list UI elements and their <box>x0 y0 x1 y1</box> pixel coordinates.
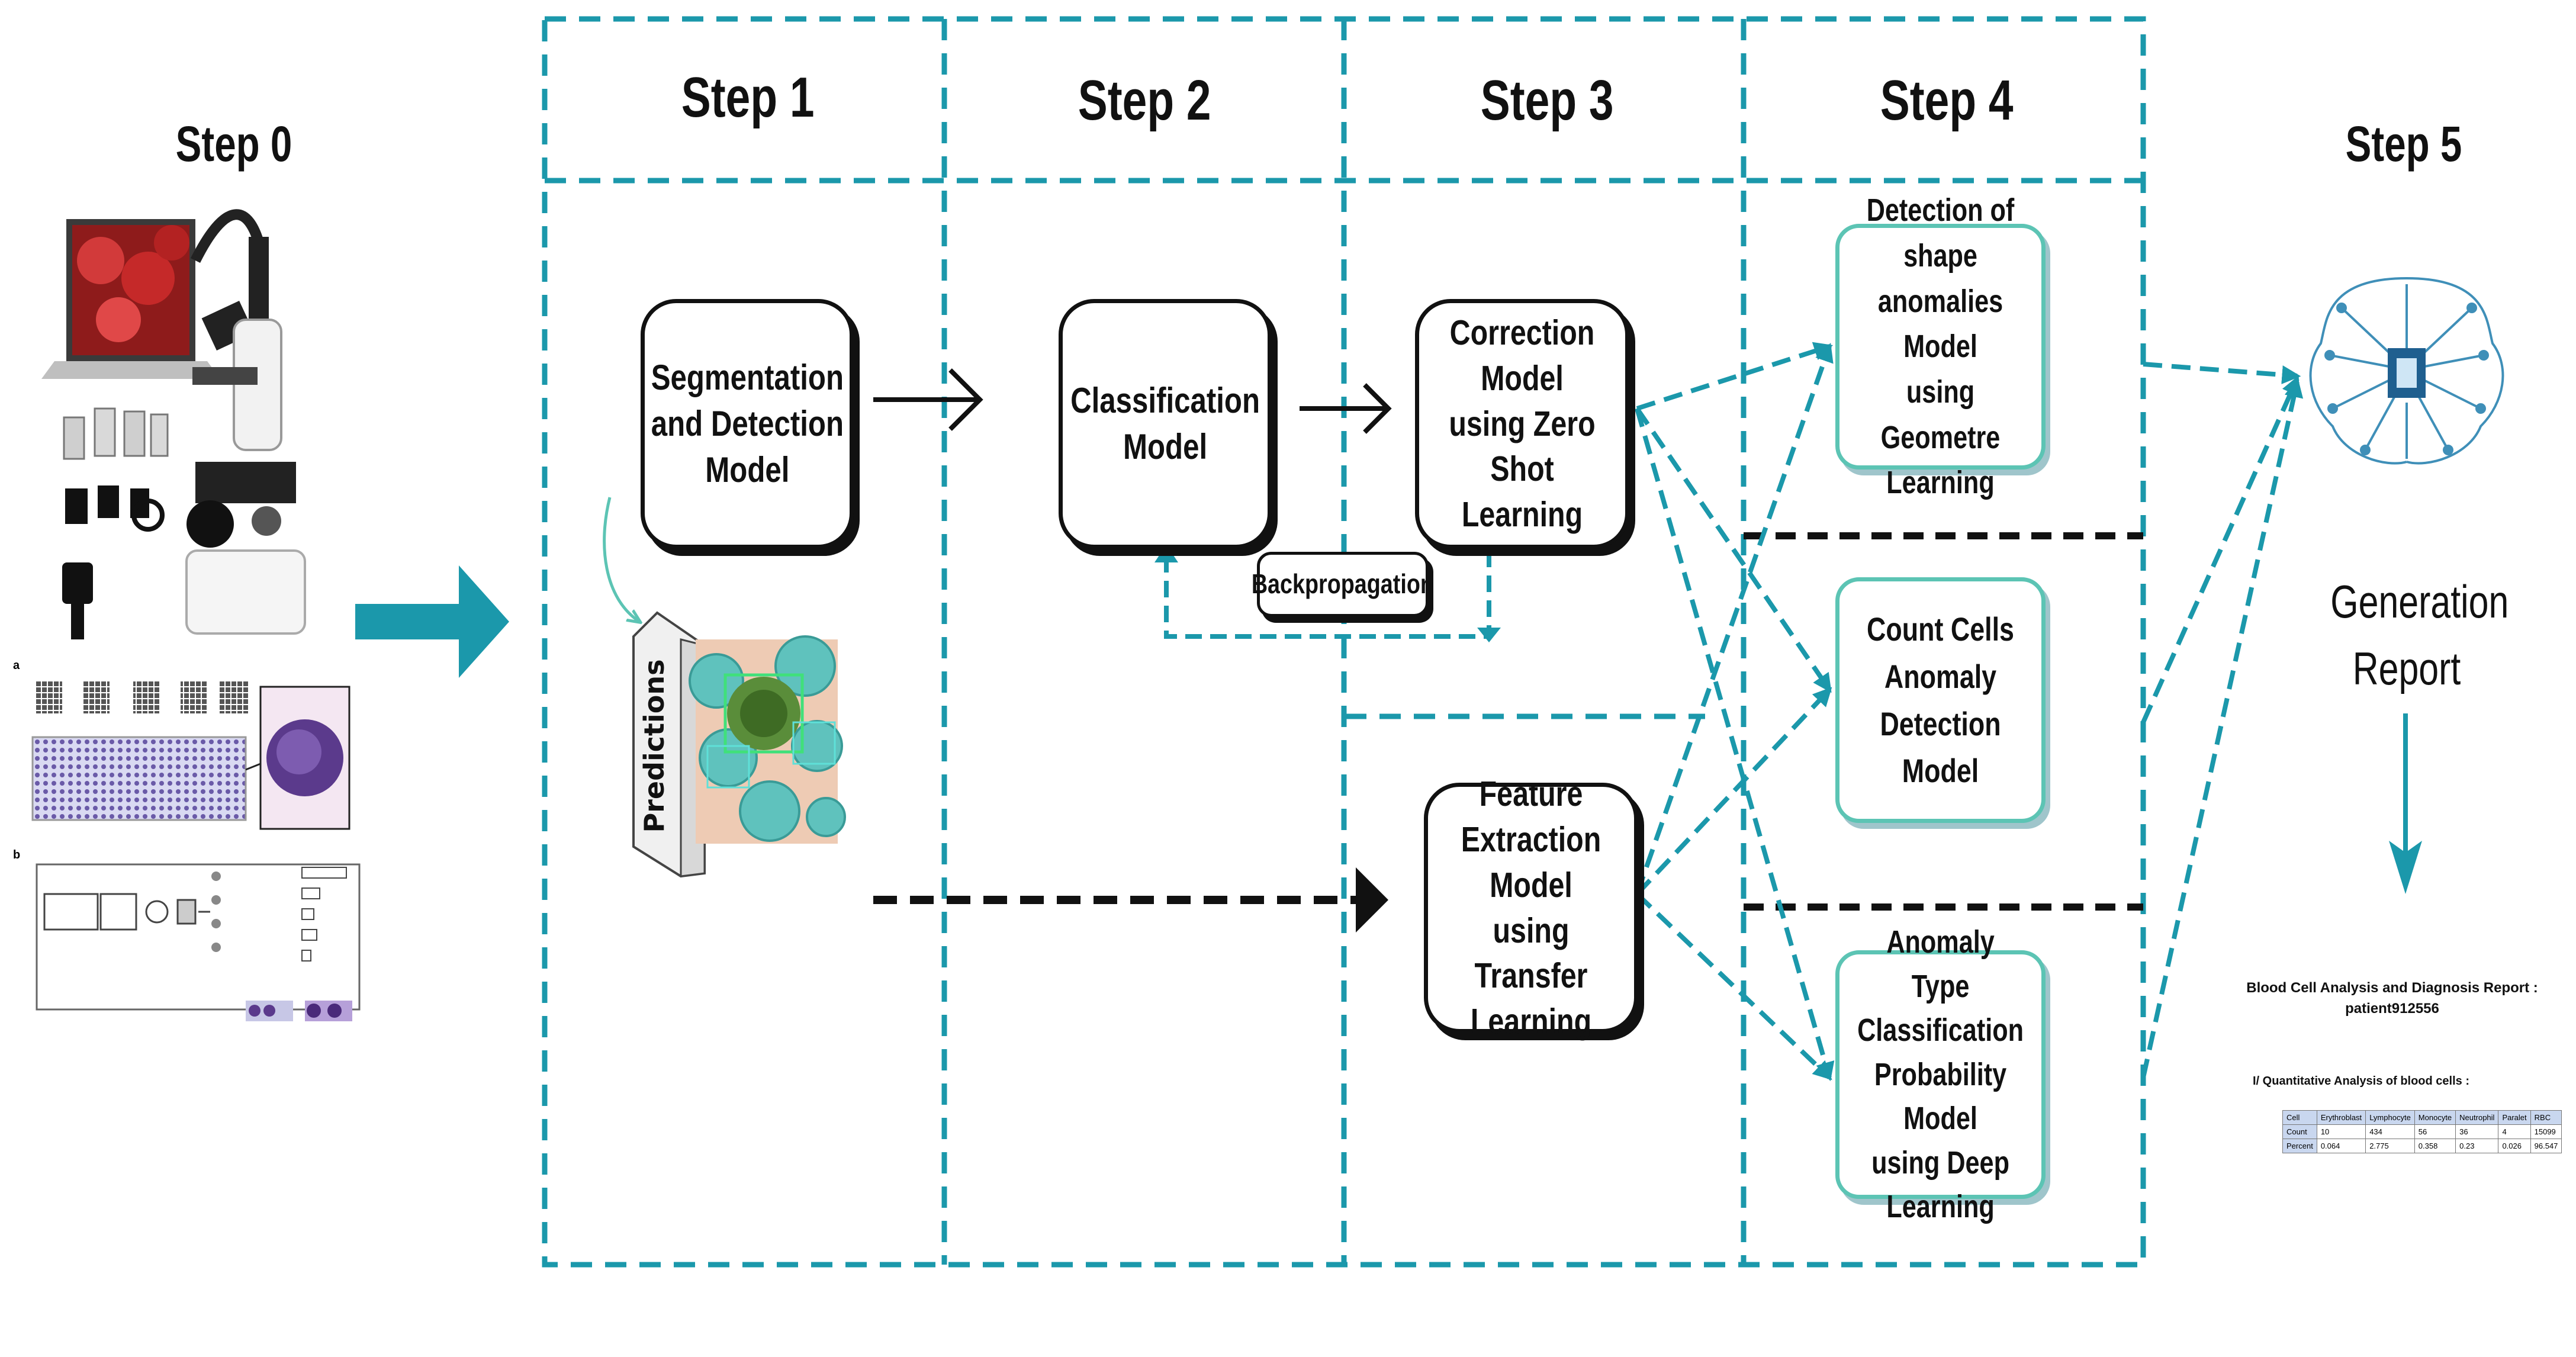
table-header-cell: Paralet <box>2498 1110 2531 1125</box>
table-cell: 434 <box>2365 1124 2415 1139</box>
table-cell: 0.358 <box>2414 1139 2456 1153</box>
svg-text:a: a <box>13 659 20 672</box>
shape-anomalies-model-label: Detection of shape anomalies Model using… <box>1866 192 2015 501</box>
step4-dividers <box>1744 532 2143 911</box>
report-table: Cell Erythroblast Lymphocyte Monocyte Ne… <box>2282 1110 2562 1153</box>
table-cell: 10 <box>2316 1124 2366 1139</box>
table-cell: 4 <box>2498 1124 2531 1139</box>
table-header-cell: RBC <box>2530 1110 2562 1125</box>
backpropagation-label: Backpropagation <box>1251 568 1435 600</box>
svg-text:b: b <box>13 848 20 861</box>
table-cell: 0.23 <box>2455 1139 2499 1153</box>
segmentation-detection-model-box: Segmentation and Detection Model <box>641 299 854 549</box>
step0-to-step1-arrow <box>355 565 509 678</box>
classification-model-box: Classification Model <box>1059 299 1272 549</box>
report-preview: Blood Cell Analysis and Diagnosis Report… <box>2208 915 2576 1357</box>
table-header-cell: Neutrophil <box>2455 1110 2499 1125</box>
step-2-title: Step 2 <box>1078 69 1211 132</box>
classification-model-label: Classification Model <box>1070 381 1260 467</box>
microscope-image <box>41 209 306 639</box>
table-row: Count 10 434 56 36 4 15099 <box>2282 1124 2562 1139</box>
table-row: Percent 0.064 2.775 0.358 0.23 0.026 96.… <box>2282 1139 2562 1153</box>
step-4-title: Step 4 <box>1880 69 2014 132</box>
step-0-title: Step 0 <box>175 116 292 172</box>
step-3-title: Step 3 <box>1480 69 1614 132</box>
report-section-title: I/ Quantitative Analysis of blood cells … <box>2253 1075 2469 1088</box>
anomaly-type-model-box: Anomaly Type Classification Probability … <box>1835 924 2046 1224</box>
step-1-title: Step 1 <box>681 66 815 129</box>
correction-model-label: Correction Model using Zero Shot Learnin… <box>1449 313 1596 535</box>
table-cell: 36 <box>2455 1124 2499 1139</box>
report-patient: patient912556 <box>2345 1001 2439 1017</box>
report-title: Blood Cell Analysis and Diagnosis Report… <box>2246 980 2538 996</box>
table-cell: 56 <box>2414 1124 2456 1139</box>
segmentation-to-predictions-arrow <box>603 497 639 622</box>
table-header-cell: Lymphocyte <box>2365 1110 2415 1125</box>
solid-flow-arrows <box>873 368 1392 434</box>
table-header-cell: Cell <box>2282 1110 2317 1125</box>
table-cell: Percent <box>2282 1139 2317 1153</box>
table-cell: 0.026 <box>2498 1139 2531 1153</box>
table-cell: 0.064 <box>2316 1139 2366 1153</box>
ai-brain-icon <box>2309 277 2504 465</box>
steps-frame <box>542 16 2146 1268</box>
predictions-label: Predictions <box>638 659 670 833</box>
table-header-cell: Monocyte <box>2414 1110 2456 1125</box>
segmentation-detection-model-label: Segmentation and Detection Model <box>651 358 844 490</box>
predictions-image <box>632 611 846 878</box>
model-connection-arrows <box>1635 342 2304 1082</box>
shape-anomalies-model-box: Detection of shape anomalies Model using… <box>1835 192 2046 500</box>
generation-report-label: Generation Report <box>2330 575 2509 695</box>
anomaly-type-model-label: Anomaly Type Classification Probability … <box>1857 924 2024 1225</box>
table-cell: 96.547 <box>2530 1139 2562 1153</box>
table-cell: 15099 <box>2530 1124 2562 1139</box>
feature-extraction-model-label: Feature Extraction Model using Transfer … <box>1461 774 1601 1041</box>
table-cell: Count <box>2282 1124 2317 1139</box>
table-cell: 2.775 <box>2365 1139 2415 1153</box>
aml-figure-image: a b <box>13 659 361 1021</box>
feature-extraction-model-box: Feature Extraction Model using Transfer … <box>1424 774 1638 1041</box>
report-table-header: Cell Erythroblast Lymphocyte Monocyte Ne… <box>2282 1110 2562 1125</box>
correction-model-box: Correction Model using Zero Shot Learnin… <box>1415 299 1629 549</box>
backpropagation-box: Backpropagation <box>1252 552 1434 617</box>
table-header-cell: Erythroblast <box>2316 1110 2366 1125</box>
count-cells-model-label: Count Cells Anomaly Detection Model <box>1867 610 2014 790</box>
step-5-title: Step 5 <box>2345 116 2462 172</box>
count-cells-model-box: Count Cells Anomaly Detection Model <box>1835 577 2046 823</box>
